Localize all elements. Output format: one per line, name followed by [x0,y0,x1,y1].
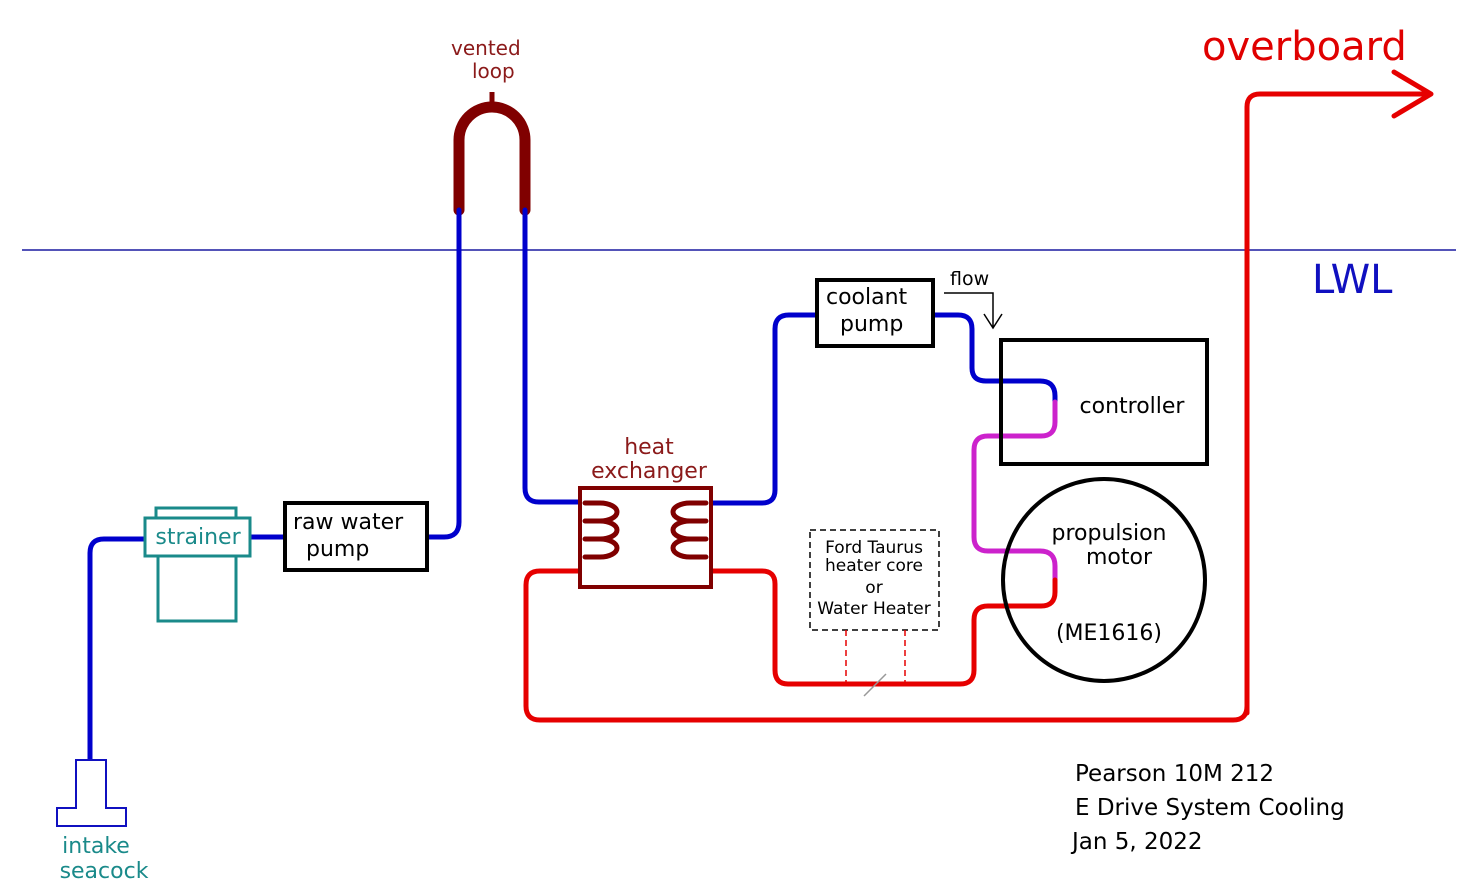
coolant-pump-box [815,278,935,348]
footer-line2: E Drive System Cooling [1075,795,1345,821]
intake-seacock-icon [56,759,127,827]
motor-label-line2: motor [1086,545,1153,570]
coil-icon [687,518,709,542]
strainer-bowl [156,553,238,623]
exchanger-to-coolant-pump-pipe [709,312,821,506]
motor-to-heater-pipe [709,568,1058,687]
raw-water-pump-label-line1: raw water [293,510,404,535]
coil-icon [670,500,709,560]
intake-label-line2: seacock [60,859,149,884]
overboard-pipe [1244,91,1431,716]
flow-label: flow [950,268,989,290]
loop-to-exchanger-pipe [522,207,583,505]
raw-water-pump-label-line2: pump [306,537,369,562]
heater-label-line4: Water Heater [817,599,930,619]
coil-icon [582,518,603,542]
propulsion-motor-circle [1001,477,1207,683]
heater-label-line3: or [865,578,882,598]
vented-loop-label-line2: loop [472,59,515,83]
controller-to-motor-pipe [971,399,1058,583]
intake-pipe [87,536,149,763]
controller-box [999,338,1209,466]
strainer-body [143,516,252,558]
coolant-pump-label-line2: pump [840,312,903,337]
coolant-pump-label-line1: coolant [826,285,908,310]
coil-icon [582,500,620,560]
heater-label-line2: heater core [825,556,923,576]
motor-label-line1: propulsion [1052,521,1167,546]
controller-label: controller [1080,394,1186,419]
lwl-label: LWL [1312,257,1393,303]
coolant-pump-to-controller-pipe [931,312,1058,405]
heater-bypass-valve [863,673,887,697]
footer-line3: Jan 5, 2022 [1070,829,1203,855]
raw-water-pump-box [283,501,429,572]
heat-exchanger-label-line1: heat [624,435,674,460]
strainer-label: strainer [155,525,241,550]
vented-loop-label-line1: vented [451,36,521,60]
right-arrow-icon [1391,69,1434,119]
heater-core-box [809,529,940,631]
pump-to-loop-pipe [425,207,462,540]
heat-exchanger-label-line2: exchanger [591,459,708,484]
footer-line1: Pearson 10M 212 [1075,761,1274,787]
intake-label-line1: intake [62,834,130,859]
vented-loop-pipe [453,101,531,216]
exchanger-to-overboard-pipe [523,568,1250,723]
overboard-label: overboard [1202,24,1407,70]
motor-label-line3: (ME1616) [1056,621,1162,646]
down-arrow-icon [944,292,1003,330]
heater-label-line1: Ford Taurus [825,538,923,558]
